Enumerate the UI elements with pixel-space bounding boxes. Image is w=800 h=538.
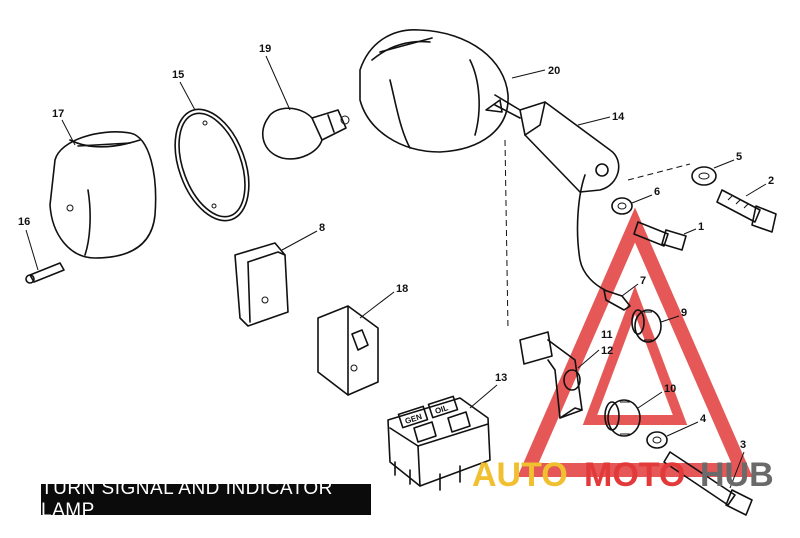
- callout-8: 8: [319, 222, 325, 234]
- watermark-text-hub: HUB: [700, 456, 774, 494]
- callout-1: 1: [698, 221, 704, 233]
- mounting-bracket-part: [494, 94, 620, 291]
- callout-12: 12: [601, 345, 613, 357]
- watermark-text-moto: MOTO: [584, 456, 685, 494]
- terminal-7-part: [603, 289, 631, 311]
- callout-2: 2: [768, 175, 774, 187]
- lens-cover-part: [49, 131, 157, 259]
- watermark-text-auto: AUTO: [472, 456, 568, 494]
- stud-bracket-11-12-part: [519, 331, 583, 419]
- grommet-9-part: [631, 309, 662, 343]
- bolt-3-part: [663, 451, 753, 516]
- callout-19: 19: [259, 43, 271, 55]
- lamp-housing-part: [359, 29, 509, 153]
- callout-18: 18: [396, 283, 408, 295]
- diagram-caption: TURN SIGNAL AND INDICATOR LAMP: [41, 478, 371, 521]
- watermark-logo: [517, 207, 753, 477]
- washer-5-part: [691, 166, 717, 186]
- callout-16: 16: [18, 216, 30, 228]
- clip-8-part: [234, 242, 289, 327]
- callout-5: 5: [736, 151, 742, 163]
- callout-13: 13: [495, 372, 507, 384]
- callout-10: 10: [664, 383, 676, 395]
- callout-15: 15: [172, 69, 184, 81]
- callout-17: 17: [52, 108, 64, 120]
- bolt-2-part: [716, 189, 777, 233]
- switch-label-oil: OIL: [434, 403, 450, 416]
- callout-6: 6: [654, 186, 660, 198]
- callout-4: 4: [700, 413, 707, 425]
- callout-14: 14: [612, 111, 625, 123]
- callout-20: 20: [548, 65, 560, 77]
- washer-4-part: [646, 431, 668, 449]
- socket-18-part: [317, 305, 379, 396]
- screw-16-part: [25, 262, 65, 284]
- callout-9: 9: [681, 307, 687, 319]
- indicator-block-13-part: [387, 395, 491, 491]
- callout-7: 7: [640, 275, 646, 287]
- callout-3: 3: [740, 439, 746, 451]
- screw-1-part: [633, 221, 687, 251]
- grommet-10-part: [604, 399, 641, 437]
- gasket-ring-part: [174, 108, 250, 222]
- washer-6-part: [611, 197, 633, 215]
- bulb-part: [261, 107, 350, 160]
- callout-11: 11: [601, 329, 613, 341]
